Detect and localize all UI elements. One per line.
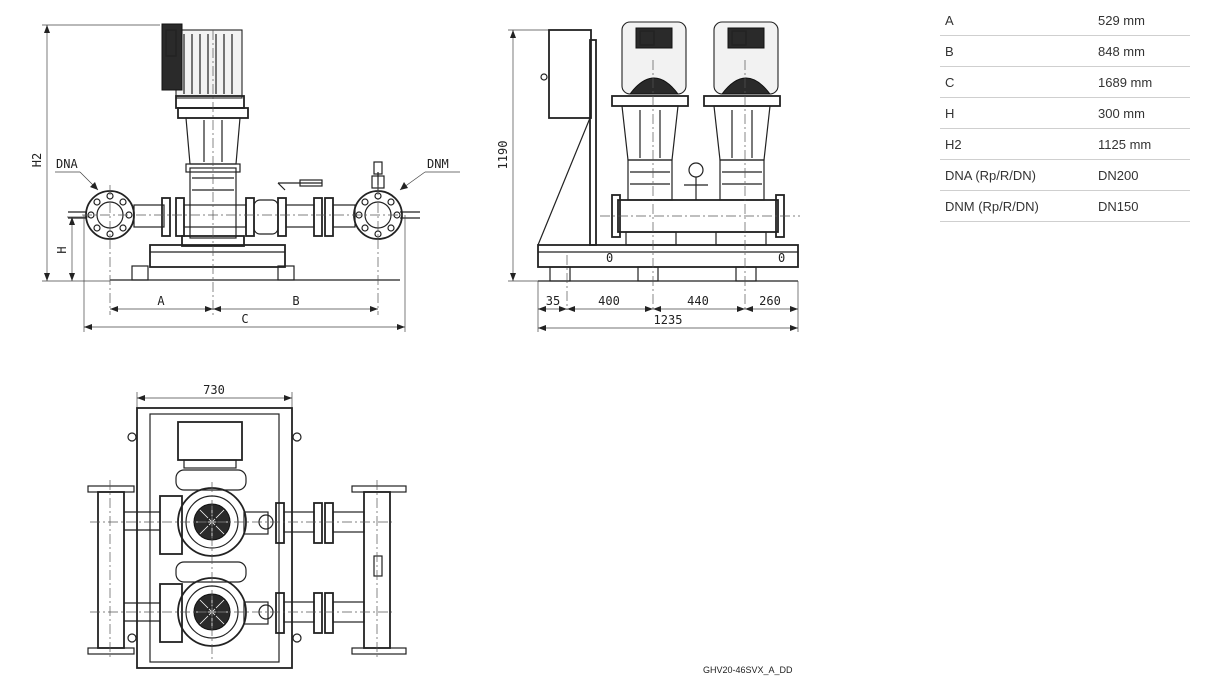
spec-label: B: [940, 35, 1093, 67]
top-view: 730: [87, 383, 407, 669]
spec-value: DN200: [1093, 159, 1190, 191]
side-view: 1190 0 0: [496, 21, 800, 332]
dim-1235: 1235: [654, 313, 683, 327]
drawing-code: GHV20-46SVX_A_DD: [703, 665, 793, 675]
spec-value: 1689 mm: [1093, 66, 1190, 98]
spec-row: DNM (Rp/R/DN)DN150: [940, 190, 1190, 222]
c-label: C: [241, 312, 248, 326]
spec-value: 529 mm: [1093, 5, 1190, 36]
spec-label: DNM (Rp/R/DN): [940, 190, 1093, 222]
h2-label: H2: [30, 153, 44, 167]
spec-label: A: [940, 5, 1093, 36]
dnm-label: DNM: [427, 157, 449, 171]
dim-35: 35: [546, 294, 560, 308]
spec-label: DNA (Rp/R/DN): [940, 159, 1093, 191]
dim-260: 260: [759, 294, 781, 308]
width-730: 730: [203, 383, 225, 397]
dim-440: 440: [687, 294, 709, 308]
spec-value: 300 mm: [1093, 97, 1190, 129]
spec-value: DN150: [1093, 190, 1190, 222]
spec-label: H2: [940, 128, 1093, 160]
h-label: H: [55, 246, 69, 253]
mark-right: 0: [778, 251, 785, 265]
b-label: B: [292, 294, 299, 308]
mark-left: 0: [606, 251, 613, 265]
a-label: A: [157, 294, 165, 308]
spec-label: C: [940, 66, 1093, 98]
spec-row: DNA (Rp/R/DN)DN200: [940, 159, 1190, 191]
dim-400: 400: [598, 294, 620, 308]
spec-label: H: [940, 97, 1093, 129]
height-label: 1190: [496, 141, 510, 170]
dna-label: DNA: [56, 157, 78, 171]
spec-value: 1125 mm: [1093, 128, 1190, 160]
front-view: H2 H DNA DNM: [30, 23, 460, 332]
spec-value: 848 mm: [1093, 35, 1190, 67]
